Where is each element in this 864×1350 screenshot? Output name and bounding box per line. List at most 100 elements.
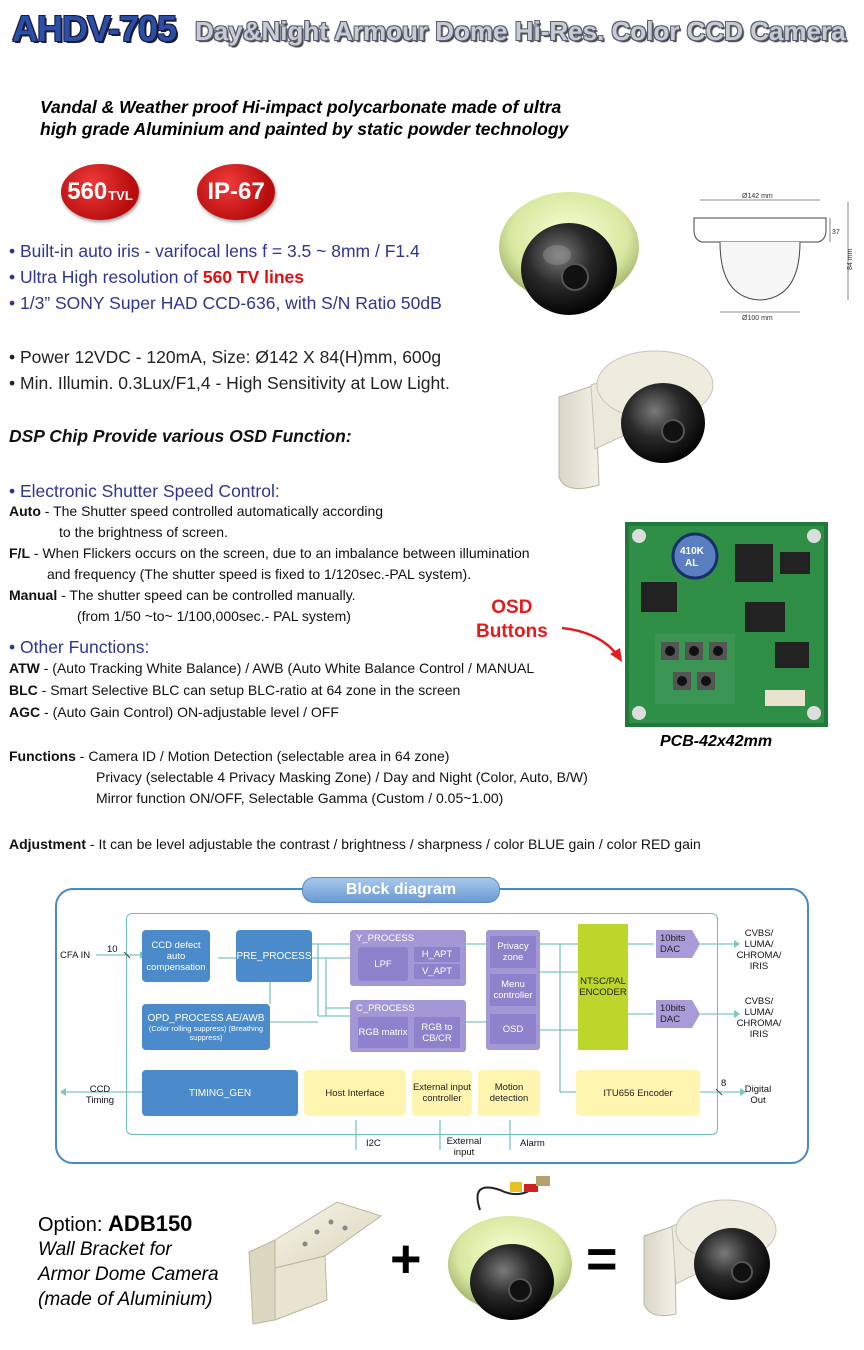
host-interface-block: Host Interface bbox=[304, 1070, 406, 1116]
v-apt-block: V_APT bbox=[414, 964, 460, 979]
other-atw-key: ATW bbox=[9, 660, 40, 676]
other-details: ATW - (Auto Tracking White Balance) / AW… bbox=[9, 658, 629, 723]
feature-resolution-highlight: 560 TV lines bbox=[202, 267, 305, 287]
osd-arrow-icon bbox=[561, 626, 622, 662]
equals-sign: = bbox=[586, 1229, 618, 1289]
other-agc-value: - (Auto Gain Control) ON-adjustable leve… bbox=[40, 704, 339, 720]
alarm-label: Alarm bbox=[520, 1138, 545, 1149]
shutter-details: Auto - The Shutter speed controlled auto… bbox=[9, 501, 609, 627]
tvl-unit: TVL bbox=[108, 187, 133, 203]
ip-rating: IP-67 bbox=[207, 178, 265, 205]
dim-h1: 37 bbox=[832, 229, 840, 236]
feature-resolution: • Ultra High resolution of 560 TV lines bbox=[9, 264, 304, 290]
osd-label-line-2: Buttons bbox=[476, 621, 548, 642]
c-process-label: C_PROCESS bbox=[356, 1003, 415, 1014]
osd-buttons-label: OSD Buttons bbox=[476, 596, 548, 644]
option-model: ADB150 bbox=[108, 1211, 193, 1236]
adjustment-value: - It can be level adjustable the contras… bbox=[86, 836, 701, 852]
opd-process-title: OPD_PROCESS AE/AWB bbox=[147, 1012, 265, 1024]
dac-2-block: 10bits DAC bbox=[656, 1000, 700, 1028]
shutter-auto-key: Auto bbox=[9, 503, 41, 519]
other-agc-key: AGC bbox=[9, 704, 41, 720]
feature-ccd: • 1/3” SONY Super HAD CCD-636, with S/N … bbox=[9, 293, 442, 313]
feature-illumination: • Min. Illumin. 0.3Lux/F1,4 - High Sensi… bbox=[9, 373, 450, 393]
shutter-manual: Manual - The shutter speed can be contro… bbox=[9, 585, 609, 606]
functions: Functions - Camera ID / Motion Detection… bbox=[9, 746, 649, 809]
ip-badge: IP-67 bbox=[197, 164, 275, 220]
wall-mounted-camera-image bbox=[558, 350, 714, 490]
shutter-manual-key: Manual bbox=[9, 587, 58, 603]
ccd-timing-label: CCD Timing bbox=[85, 1084, 115, 1106]
other-heading: • Other Functions: bbox=[9, 637, 150, 657]
option-line-3: (made of Aluminium) bbox=[38, 1289, 213, 1310]
dome-camera-image bbox=[499, 192, 639, 315]
shutter-fl-key: F/L bbox=[9, 545, 30, 561]
pre-process-block: PRE_PROCESS bbox=[236, 930, 312, 982]
cfa-in-label: CFA IN bbox=[60, 950, 91, 961]
feature-resolution-text: • Ultra High resolution of bbox=[9, 267, 203, 287]
dim-top: Ø142 mm bbox=[742, 193, 773, 200]
camera-with-cable-image bbox=[448, 1176, 572, 1320]
ccd-defect-block: CCD defect auto compensation bbox=[142, 930, 210, 982]
analog-out-2-label: CVBS/ LUMA/ CHROMA/ IRIS bbox=[736, 996, 782, 1040]
opd-process-sub: (Color rolling suppress) (Breathing supp… bbox=[148, 1023, 264, 1042]
wall-bracket-image bbox=[248, 1201, 383, 1325]
block-diagram-title: Block diagram bbox=[302, 877, 500, 903]
dimension-drawing: Ø142 mm 37 84 mm Ø100 mm bbox=[693, 193, 854, 322]
opd-process-block: OPD_PROCESS AE/AWB (Color rolling suppre… bbox=[142, 1004, 270, 1050]
cfa-bits-label: 10 bbox=[107, 944, 118, 955]
functions-line-3: Mirror function ON/OFF, Selectable Gamma… bbox=[96, 790, 504, 806]
shutter-fl: F/L - When Flickers occurs on the screen… bbox=[9, 543, 609, 564]
tagline-line-2: high grade Aluminium and painted by stat… bbox=[40, 119, 569, 139]
functions-key: Functions bbox=[9, 748, 76, 764]
other-blc-key: BLC bbox=[9, 682, 38, 698]
pcb-chip-label-2: AL bbox=[685, 558, 698, 569]
shutter-manual-value: - The shutter speed can be controlled ma… bbox=[57, 587, 356, 603]
option-line-2: Armor Dome Camera bbox=[38, 1264, 219, 1285]
pcb-size-label: PCB-42x42mm bbox=[660, 733, 773, 750]
tagline-line-1: Vandal & Weather proof Hi-impact polycar… bbox=[40, 97, 562, 117]
pcb-chip-label: 410K bbox=[680, 546, 705, 557]
tagline: Vandal & Weather proof Hi-impact polycar… bbox=[40, 96, 820, 140]
timing-gen-block: TIMING_GEN bbox=[142, 1070, 298, 1116]
other-atw: ATW - (Auto Tracking White Balance) / AW… bbox=[9, 658, 629, 679]
h-apt-block: H_APT bbox=[414, 947, 460, 962]
functions-value-1: - Camera ID / Motion Detection (selectab… bbox=[75, 748, 450, 764]
dsp-heading: DSP Chip Provide various OSD Function: bbox=[9, 426, 352, 446]
osd-block: OSD bbox=[490, 1014, 536, 1044]
external-input-label: External input bbox=[446, 1136, 482, 1158]
adjustment: Adjustment - It can be level adjustable … bbox=[9, 834, 809, 855]
option-line-1: Wall Bracket for bbox=[38, 1239, 172, 1260]
functions-line-2: Privacy (selectable 4 Privacy Masking Zo… bbox=[96, 769, 588, 785]
analog-out-1-label: CVBS/ LUMA/ CHROMA/ IRIS bbox=[736, 928, 782, 972]
external-input-controller-block: External input controller bbox=[412, 1070, 472, 1116]
shutter-auto: Auto - The Shutter speed controlled auto… bbox=[9, 501, 609, 522]
block-diagram-inner bbox=[126, 913, 718, 1135]
dac-1-block: 10bits DAC bbox=[656, 930, 700, 958]
option-text: Option: ADB150 Wall Bracket for Armor Do… bbox=[38, 1212, 219, 1312]
product-subtitle: Day&Night Armour Dome Hi-Res. Color CCD … bbox=[195, 16, 846, 46]
pcb-board-image: 410K AL bbox=[625, 522, 828, 727]
encoder-block: NTSC/PAL ENCODER bbox=[578, 924, 628, 1050]
model-title: AHDV-705 bbox=[12, 8, 177, 49]
digital-out-label: Digital Out bbox=[744, 1084, 772, 1106]
osd-label-line-1: OSD bbox=[491, 597, 533, 618]
lpf-block: LPF bbox=[358, 947, 408, 981]
other-agc: AGC - (Auto Gain Control) ON-adjustable … bbox=[9, 702, 629, 723]
dim-bottom: Ø100 mm bbox=[742, 315, 773, 322]
functions-line-1: Functions - Camera ID / Motion Detection… bbox=[9, 746, 649, 767]
feature-iris: • Built-in auto iris - varifocal lens f … bbox=[9, 241, 420, 261]
y-process-label: Y_PROCESS bbox=[356, 933, 415, 944]
shutter-heading: • Electronic Shutter Speed Control: bbox=[9, 481, 280, 501]
option-label: Option: bbox=[38, 1214, 109, 1236]
rgb-cbcr-block: RGB to CB/CR bbox=[414, 1017, 460, 1048]
feature-power: • Power 12VDC - 120mA, Size: Ø142 X 84(H… bbox=[9, 347, 442, 367]
dim-h2: 84 mm bbox=[847, 248, 854, 270]
digital-bits-label: 8 bbox=[721, 1078, 727, 1089]
itu656-encoder-block: ITU656 Encoder bbox=[576, 1070, 700, 1116]
other-blc-value: - Smart Selective BLC can setup BLC-rati… bbox=[37, 682, 461, 698]
privacy-zone-block: Privacy zone bbox=[490, 936, 536, 968]
i2c-label: I2C bbox=[366, 1138, 381, 1149]
